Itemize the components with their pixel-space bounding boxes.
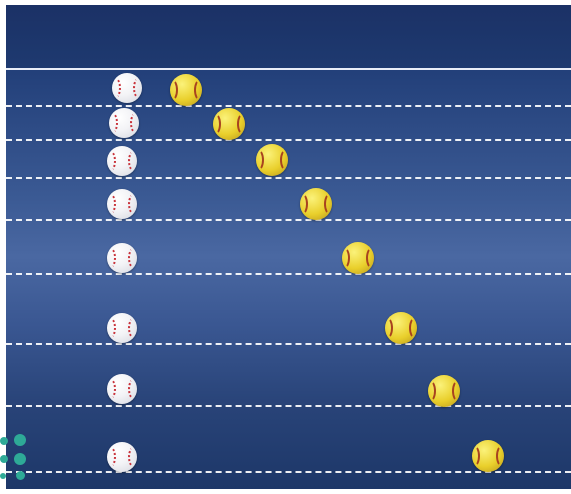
dot-grid-handle-icon[interactable] (0, 432, 30, 482)
top-rule (6, 68, 571, 70)
row-divider (6, 273, 571, 275)
row-divider (6, 343, 571, 345)
baseball-icon (109, 108, 139, 138)
softball-icon (213, 108, 245, 140)
row-divider (6, 219, 571, 221)
handle-dot (0, 473, 6, 479)
softball-icon (256, 144, 288, 176)
row-divider (6, 139, 571, 141)
softball-icon (428, 375, 460, 407)
row-divider (6, 105, 571, 107)
softball-icon (170, 74, 202, 106)
baseball-icon (107, 313, 137, 343)
baseball-icon (107, 442, 137, 472)
handle-dot (0, 455, 8, 463)
row-divider (6, 405, 571, 407)
baseball-icon (107, 243, 137, 273)
softball-icon (300, 188, 332, 220)
header-band (6, 5, 571, 68)
handle-dot (16, 471, 25, 480)
softball-icon (385, 312, 417, 344)
row-divider (6, 471, 571, 473)
handle-dot (0, 437, 8, 445)
softball-icon (342, 242, 374, 274)
row-divider (6, 177, 571, 179)
ball-comparison-panel (6, 5, 571, 489)
softball-icon (472, 440, 504, 472)
handle-dot (14, 434, 26, 446)
baseball-icon (107, 189, 137, 219)
handle-dot (14, 453, 26, 465)
baseball-icon (107, 146, 137, 176)
baseball-icon (107, 374, 137, 404)
baseball-icon (112, 73, 142, 103)
